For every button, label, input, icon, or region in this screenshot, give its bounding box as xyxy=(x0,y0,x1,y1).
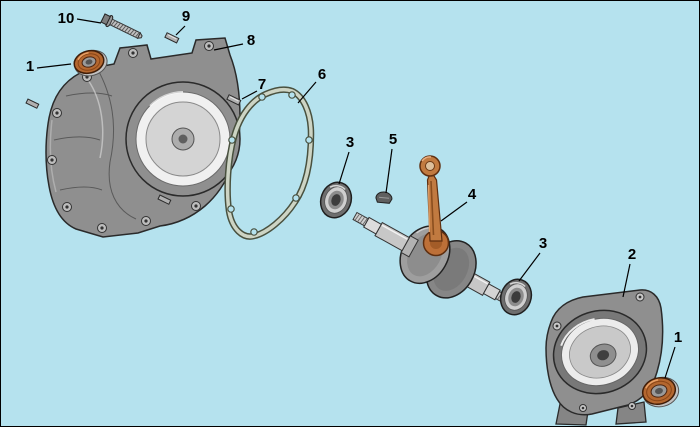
leader-line-2 xyxy=(622,263,631,298)
woodruff-key xyxy=(375,191,393,204)
part-label-7: 7 xyxy=(258,76,266,93)
dowel-pin-bottom xyxy=(157,194,172,205)
bearing-right xyxy=(499,278,533,316)
leader-line-3-left xyxy=(338,151,350,185)
dowel-pin-upper xyxy=(164,32,180,44)
part-label-10: 10 xyxy=(58,10,75,27)
leader-line-10 xyxy=(76,18,102,24)
part-label-4: 4 xyxy=(468,186,477,203)
bolt-threads xyxy=(110,20,140,38)
leader-line-9 xyxy=(175,25,186,36)
leader-line-6 xyxy=(297,81,317,104)
leader-line-1-left xyxy=(36,63,72,69)
leader-lines xyxy=(36,18,676,379)
oil-seal-right xyxy=(641,376,680,408)
part-label-9: 9 xyxy=(182,8,190,25)
bolt-hole-centers-right xyxy=(555,295,642,410)
crankcase-half-left xyxy=(45,37,241,238)
crankcase-right-bore xyxy=(552,309,648,395)
part-label-2: 2 xyxy=(628,246,636,263)
part-label-5: 5 xyxy=(389,131,397,148)
leader-line-7 xyxy=(241,90,258,100)
flange-bolt xyxy=(100,13,143,39)
part-labels: 10 9 8 1 7 6 3 5 4 3 2 1 xyxy=(26,8,682,346)
leader-line-5 xyxy=(385,148,393,194)
gasket xyxy=(224,86,315,240)
dowel-pin-middle xyxy=(226,94,242,106)
part-label-8: 8 xyxy=(247,32,255,49)
part-label-3-left: 3 xyxy=(346,134,354,151)
crankcase-half-right xyxy=(545,289,664,426)
leader-line-1-right xyxy=(664,346,676,379)
oil-seal-left xyxy=(73,49,108,77)
part-label-3-right: 3 xyxy=(539,235,547,252)
leader-line-3-right xyxy=(518,252,541,282)
crank-tip-threads-left xyxy=(354,213,368,226)
part-label-6: 6 xyxy=(318,66,326,83)
part-label-1-right: 1 xyxy=(674,329,682,346)
leader-line-8 xyxy=(213,43,244,51)
connecting-rod xyxy=(419,155,450,257)
part-label-1-left: 1 xyxy=(26,58,34,75)
dowel-pin-left xyxy=(25,98,40,109)
bearing-left xyxy=(319,181,353,219)
gasket-holes xyxy=(227,91,313,236)
leader-line-4 xyxy=(440,201,468,222)
